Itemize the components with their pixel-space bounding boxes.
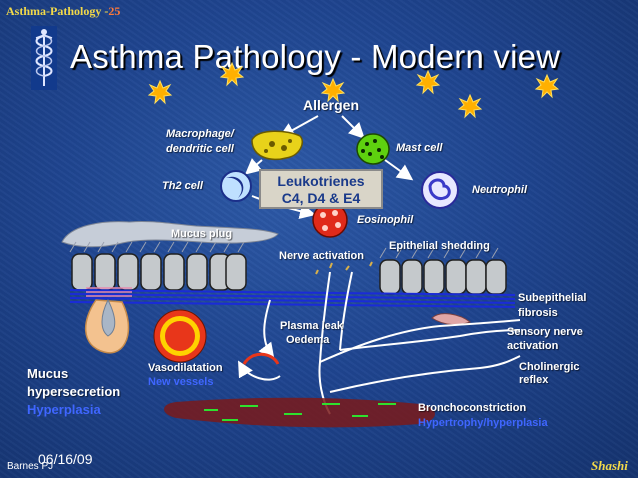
label-macrophage-line1: Macrophage/	[166, 128, 234, 140]
arrow-plasma-leak	[258, 299, 275, 360]
label-subepithelial-line1: Subepithelial	[518, 292, 587, 304]
label-neutrophil: Neutrophil	[472, 184, 527, 196]
epithelium-left	[71, 253, 247, 291]
label-nerve-activation: Nerve activation	[279, 250, 364, 262]
header-tag-number: 25	[108, 4, 121, 18]
label-sensory-line1: Sensory nerve	[507, 326, 583, 338]
th2-cell-icon	[220, 170, 252, 202]
label-mast-cell: Mast cell	[396, 142, 443, 154]
label-th2-cell: Th2 cell	[162, 180, 203, 192]
label-sensory-line2: activation	[507, 340, 559, 352]
label-plasma-leak-line1: Plasma leak	[280, 320, 343, 332]
fibroblast	[431, 313, 471, 326]
leukotrienes-box: Leukotrienes C4, D4 & E4	[259, 169, 383, 209]
label-new-vessels: New vessels	[148, 376, 214, 388]
shed-fragments	[315, 261, 373, 275]
cilia-left	[69, 241, 245, 253]
arrow-allergen-mast	[341, 115, 365, 139]
cilia-right	[379, 247, 499, 259]
arrow-mast-neutrophil	[384, 159, 414, 181]
label-cholinergic-line2: reflex	[519, 374, 549, 386]
footer-author: Barnes PJ	[7, 461, 54, 472]
footer-signature: Shashi	[591, 458, 628, 473]
label-mucus-plug: Mucus plug	[171, 228, 233, 240]
label-hyperplasia: Hyperplasia	[27, 402, 101, 417]
label-cholinergic-line1: Cholinergic	[519, 361, 580, 373]
mast-cell-icon	[356, 133, 390, 165]
label-plasma-leak-line2: Oedema	[286, 334, 330, 346]
label-hypertrophy: Hypertrophy/hyperplasia	[418, 417, 548, 429]
label-subepithelial-line2: fibrosis	[518, 307, 558, 319]
arrow-macrophage-th2	[244, 158, 263, 175]
label-mucus-line2: hypersecretion	[27, 384, 121, 399]
mucus-gland-icon	[84, 298, 130, 354]
label-eosinophil: Eosinophil	[357, 214, 414, 226]
label-leukotrienes-line1: Leukotrienes	[277, 173, 365, 189]
vessel-leak-arc	[242, 352, 280, 365]
header-tag: Asthma-Pathology -25	[6, 4, 120, 19]
label-allergen: Allergen	[303, 97, 360, 113]
label-leukotrienes-line2: C4, D4 & E4	[281, 190, 361, 206]
subepithelial-lines	[86, 287, 132, 297]
arrow-vasodilatation	[238, 360, 281, 381]
label-bronchoconstriction: Bronchoconstriction	[418, 402, 527, 414]
label-macrophage-line2: dendritic cell	[166, 143, 234, 155]
caduceus-icon	[31, 26, 57, 90]
macrophage-cell-icon	[251, 130, 304, 161]
mucus-plug	[61, 220, 279, 248]
blood-vessel-icon	[153, 309, 207, 363]
epithelium-right	[379, 259, 507, 295]
page-title: Asthma Pathology - Modern view	[70, 38, 561, 75]
basement-membrane	[69, 289, 516, 308]
label-vasodilatation: Vasodilatation	[148, 362, 223, 374]
header-tag-text: Asthma-Pathology -	[6, 4, 109, 18]
label-mucus-line1: Mucus	[27, 366, 69, 381]
neutrophil-cell-icon	[421, 171, 459, 209]
label-epithelial-shedding: Epithelial shedding	[389, 240, 490, 252]
footer-date: 06/16/09	[38, 451, 93, 467]
smooth-muscle	[164, 397, 435, 428]
